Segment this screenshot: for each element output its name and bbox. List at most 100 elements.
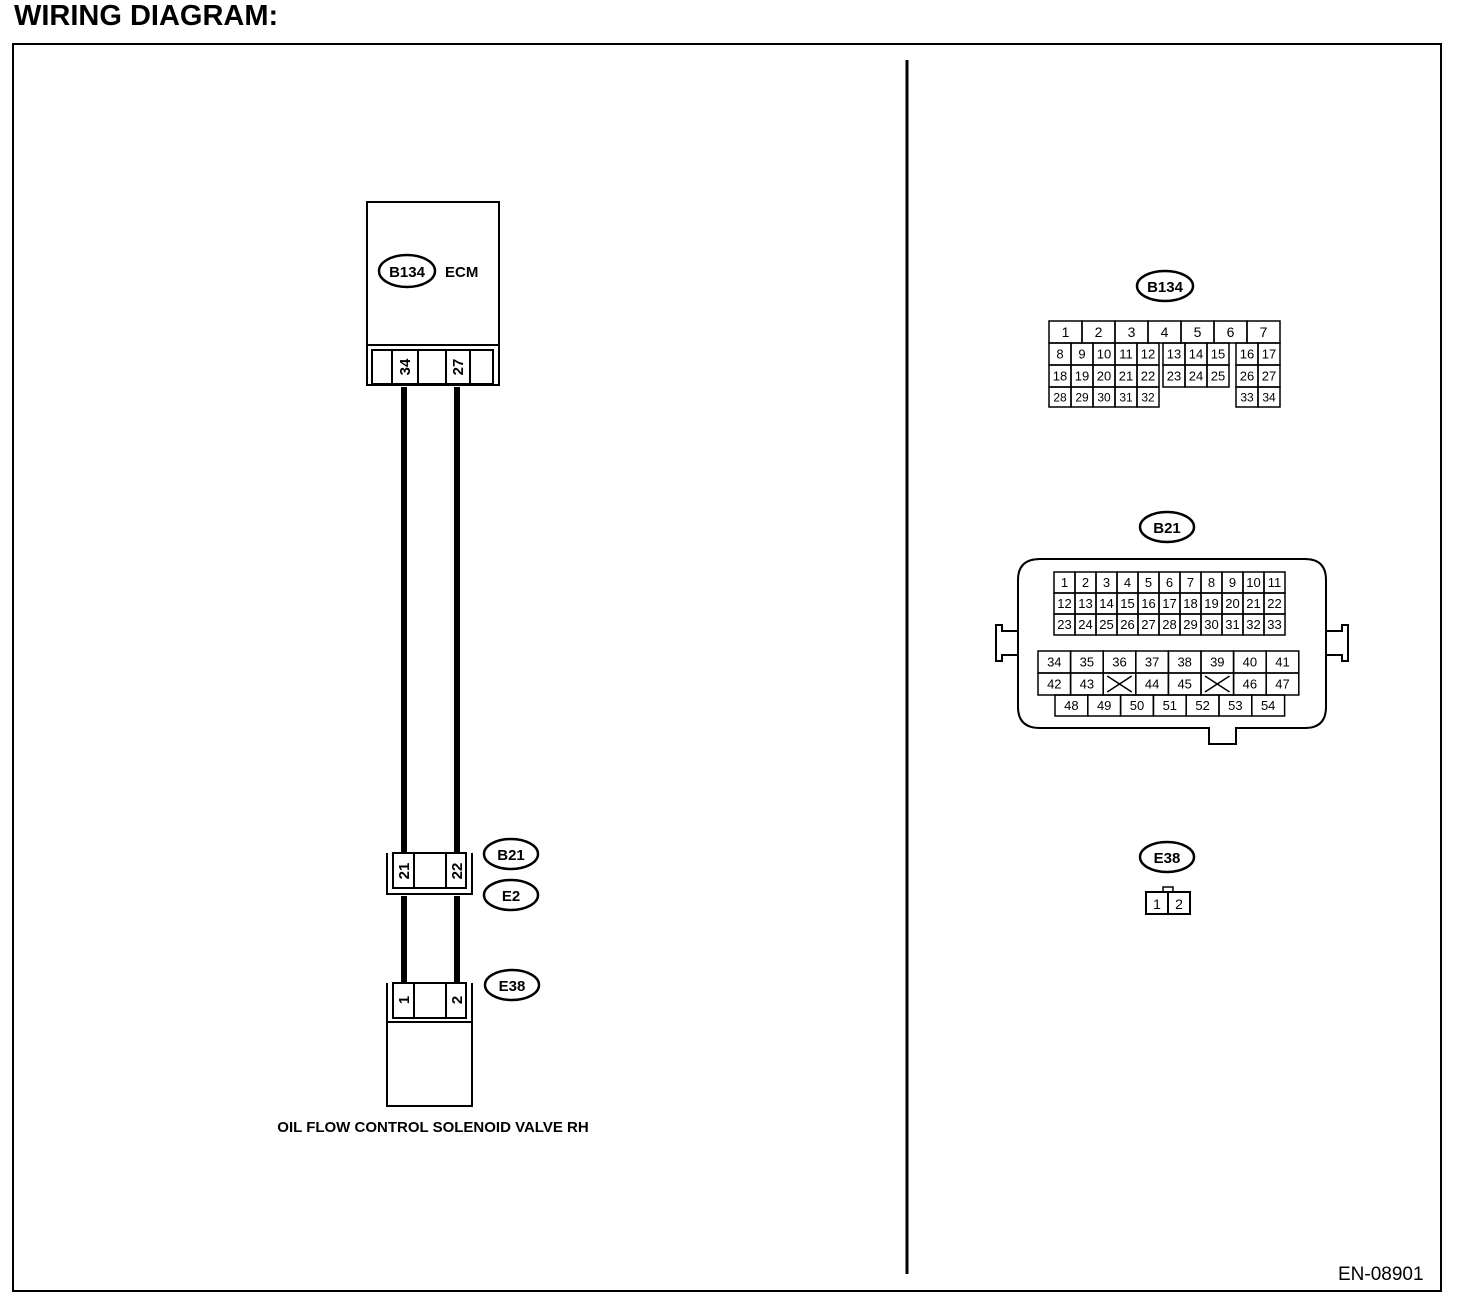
pin-number: 17 (1162, 596, 1176, 611)
pin-number: 24 (1078, 617, 1092, 632)
pin-number: 26 (1120, 617, 1134, 632)
ecm-block: B134 ECM 34 27 (366, 201, 500, 386)
pin-cell (1257, 386, 1281, 408)
ecm-connector-badge (377, 253, 437, 289)
pin-number: 48 (1064, 698, 1078, 713)
document-code: EN-08901 (1338, 1264, 1424, 1285)
pin-number: 29 (1075, 390, 1089, 404)
pin-number: 12 (1057, 596, 1071, 611)
pin-number: 24 (1189, 369, 1203, 384)
e38-badge (483, 968, 541, 1002)
joint-pin-21: 21 (396, 863, 413, 880)
e38-pin-2: 2 (1175, 896, 1183, 912)
valve-connector-id: E38 (499, 978, 526, 995)
pin-number: 18 (1053, 369, 1067, 384)
pin-number: 25 (1211, 369, 1225, 384)
pin-number: 25 (1099, 617, 1113, 632)
pin-number: 45 (1177, 677, 1191, 692)
b134-view-badge (1135, 269, 1195, 303)
pin-number: 14 (1099, 596, 1113, 611)
pin-number: 9 (1229, 575, 1236, 590)
pin-number: 53 (1228, 698, 1242, 713)
pin-number: 1 (1061, 575, 1068, 590)
joint-connector-bottom-id: E2 (502, 888, 520, 905)
oil-flow-control-solenoid-valve: 1 2 E38 OIL FLOW CONTROL SOLENOID VALVE … (277, 968, 589, 1136)
ecm-connector-id: B134 (389, 264, 426, 281)
pin-number: 29 (1183, 617, 1197, 632)
e38-view-id: E38 (1154, 850, 1181, 867)
pin-number: 31 (1119, 390, 1133, 404)
pin-number: 40 (1243, 655, 1257, 670)
diagram-frame (12, 43, 1442, 1292)
pin-number: 42 (1047, 677, 1061, 692)
pin-number: 5 (1145, 575, 1152, 590)
pin-number: 20 (1097, 369, 1111, 384)
pin-number: 11 (1268, 575, 1282, 590)
b21-badge (482, 837, 540, 871)
pin-cell (1136, 386, 1160, 408)
ecm-pin-27: 27 (450, 359, 467, 376)
pin-cell (1251, 694, 1286, 717)
b21-connector-housing (995, 558, 1349, 745)
pin-number: 2 (1095, 324, 1103, 340)
pin-number: 10 (1097, 347, 1111, 362)
pin-number: 33 (1267, 617, 1281, 632)
pin-number: 38 (1177, 655, 1191, 670)
pin-number: 35 (1080, 655, 1094, 670)
pin-cell (1263, 613, 1286, 636)
pin-number: 1 (1062, 324, 1070, 340)
b134-view-id: B134 (1147, 279, 1184, 296)
pin-number: 28 (1162, 617, 1176, 632)
b21-view-badge (1138, 510, 1196, 544)
e38-view-badge (1138, 840, 1196, 874)
e2-badge (482, 878, 540, 912)
pin-number: 19 (1204, 596, 1218, 611)
pin-number: 23 (1057, 617, 1071, 632)
e38-connector-face: 1 2 (1145, 886, 1191, 915)
pin-number: 32 (1246, 617, 1260, 632)
pin-number: 9 (1078, 347, 1085, 362)
pin-number: 37 (1145, 655, 1159, 670)
ecm-pin-34: 34 (397, 358, 414, 375)
pin-number: 14 (1189, 347, 1203, 362)
pin-number: 21 (1119, 369, 1133, 384)
pin-number: 6 (1166, 575, 1173, 590)
pin-number: 34 (1047, 655, 1061, 670)
pin-number: 10 (1246, 575, 1260, 590)
pin-number: 3 (1103, 575, 1110, 590)
pin-number: 8 (1056, 347, 1063, 362)
pin-number: 2 (1082, 575, 1089, 590)
pin-number: 50 (1130, 698, 1144, 713)
pin-number: 51 (1163, 698, 1177, 713)
pin-number: 49 (1097, 698, 1111, 713)
pin-number: 44 (1145, 677, 1159, 692)
pin-number: 26 (1240, 369, 1254, 384)
pin-number: 7 (1260, 324, 1268, 340)
valve-pin-2: 2 (449, 996, 466, 1004)
pin-number: 34 (1262, 390, 1276, 404)
pin-number: 11 (1119, 347, 1133, 362)
pin-number: 36 (1112, 655, 1126, 670)
pin-number: 20 (1225, 596, 1239, 611)
e38-pin-1: 1 (1153, 896, 1161, 912)
pin-number: 4 (1124, 575, 1131, 590)
joint-connector-b21-e2: 21 22 B21 E2 (386, 837, 540, 912)
pin-number: 52 (1195, 698, 1209, 713)
pin-number: 30 (1204, 617, 1218, 632)
pin-number: 41 (1275, 655, 1289, 670)
pin-number: 27 (1262, 369, 1276, 384)
pin-number: 16 (1141, 596, 1155, 611)
pin-number: 28 (1053, 390, 1067, 404)
pin-number: 5 (1194, 324, 1202, 340)
pin-number: 4 (1161, 324, 1169, 340)
pin-number: 46 (1243, 677, 1257, 692)
pin-number: 33 (1240, 390, 1254, 404)
pin-number: 17 (1262, 347, 1276, 362)
pin-number: 32 (1141, 390, 1155, 404)
pin-number: 43 (1080, 677, 1094, 692)
pin-number: 15 (1120, 596, 1134, 611)
joint-connector-top-id: B21 (497, 847, 525, 864)
